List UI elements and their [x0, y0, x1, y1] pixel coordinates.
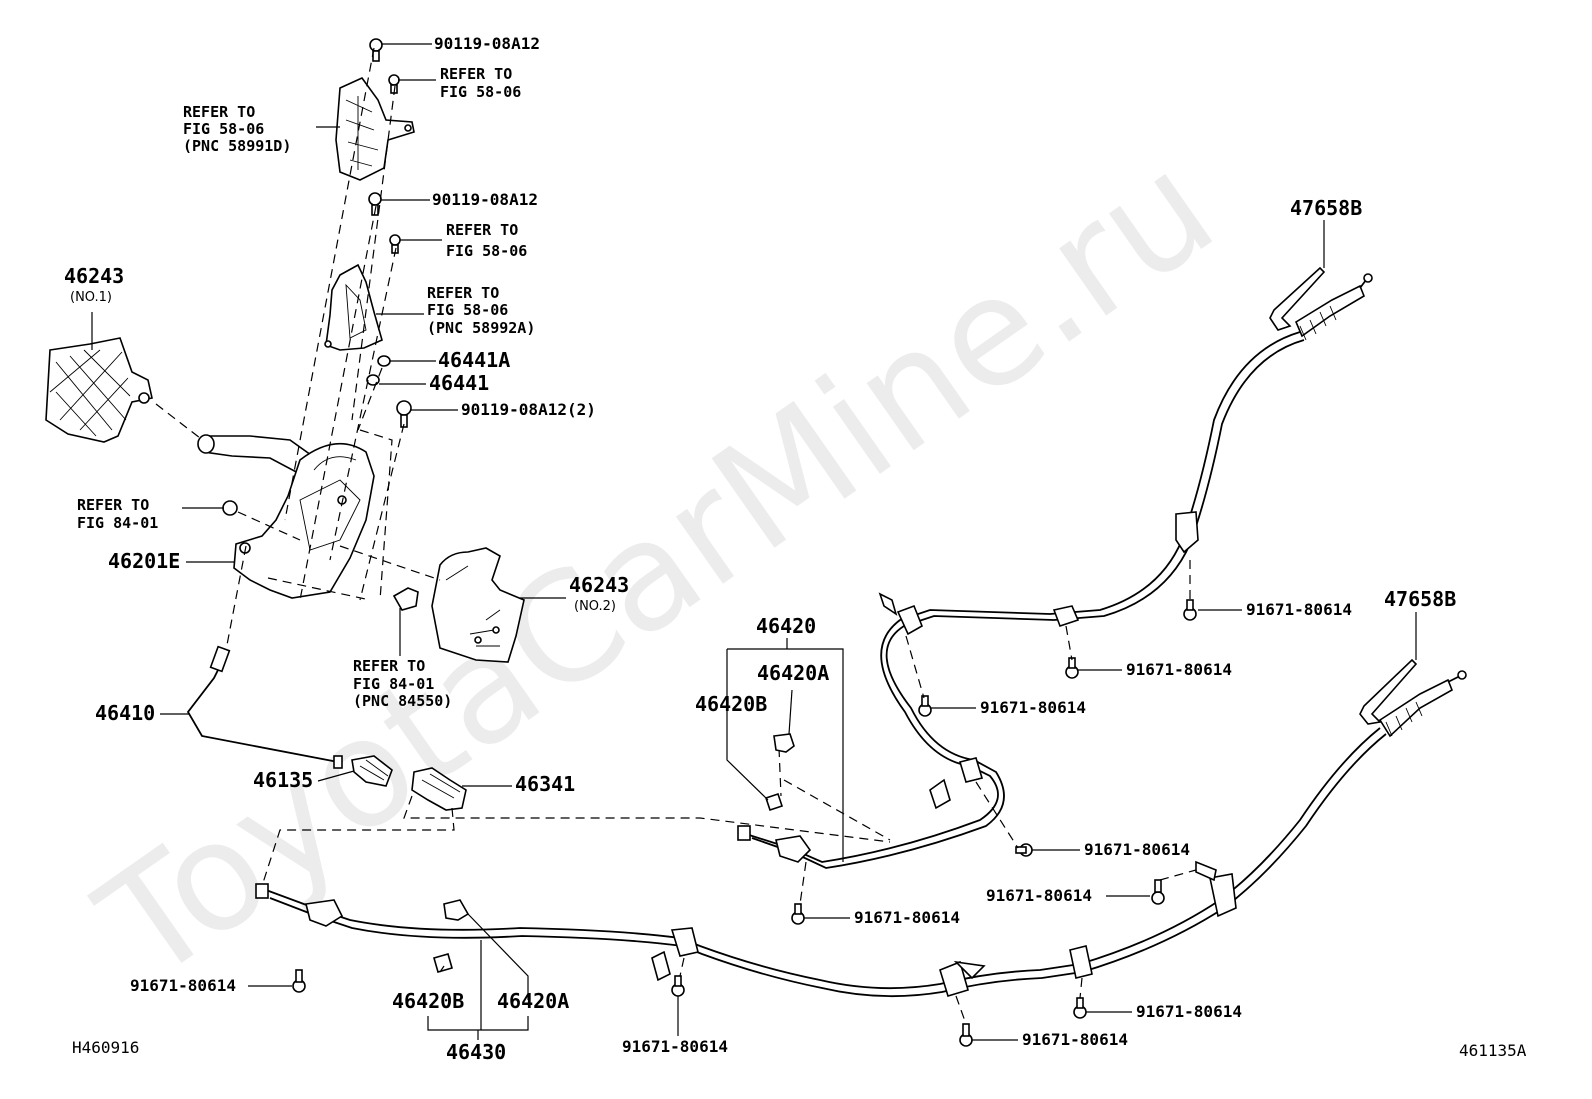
label-fig-58-06-d: FIG 58-06	[427, 301, 508, 319]
yoke-46341	[411, 767, 467, 811]
drawing-code-right: 461135A	[1459, 1041, 1527, 1060]
label-46441a: 46441A	[438, 348, 510, 372]
label-91671-d: 91671-80614	[1084, 840, 1190, 859]
label-46410: 46410	[95, 701, 155, 725]
label-refer-to-a1: REFER TO	[440, 65, 512, 83]
bolt-90119-top	[369, 38, 383, 62]
label-47658b-top: 47658B	[1290, 196, 1362, 220]
label-46243-no2: 46243	[569, 573, 629, 597]
bolts-91671	[292, 599, 1197, 1047]
lever-46201e	[197, 434, 375, 599]
cover-46243-no1	[45, 337, 153, 443]
label-pnc-84550: (PNC 84550)	[353, 692, 452, 710]
label-refer-to-f1: REFER TO	[353, 657, 425, 675]
label-91671-i: 91671-80614	[1136, 1002, 1242, 1021]
labels: 90119-08A12 REFER TO FIG 58-06 REFER TO …	[64, 34, 1456, 1064]
label-91671-c: 91671-80614	[980, 698, 1086, 717]
label-46341: 46341	[515, 772, 575, 796]
label-fig-58-06-c: FIG 58-06	[446, 242, 527, 260]
clip-46420a-lower	[443, 899, 470, 921]
clip-refer-84-01-pnc	[392, 587, 419, 611]
label-46430: 46430	[446, 1040, 506, 1064]
clip-46420b-upper	[764, 792, 784, 812]
label-91671-b: 91671-80614	[1126, 660, 1232, 679]
bracket-46420	[727, 648, 844, 862]
label-46243-no1: 46243	[64, 264, 124, 288]
label-refer-to-e1: REFER TO	[77, 496, 149, 514]
label-refer-to-b1: REFER TO	[183, 103, 255, 121]
equalizer-46135	[351, 755, 393, 787]
label-no2: (NO.2)	[574, 599, 616, 614]
upper-bracket	[335, 77, 415, 181]
label-fig-58-06-b: FIG 58-06	[183, 120, 264, 138]
label-90119-mid: 90119-08A12	[432, 190, 538, 209]
label-46420b-up: 46420B	[695, 692, 767, 716]
label-91671-j: 91671-80614	[1022, 1030, 1128, 1049]
label-91671-g: 91671-80614	[130, 976, 236, 995]
screw-refer-58-06-b	[389, 234, 401, 254]
label-46441: 46441	[429, 371, 489, 395]
label-90119-top: 90119-08A12	[434, 34, 540, 53]
label-fig-58-06-a: FIG 58-06	[440, 83, 521, 101]
label-47658b-low: 47658B	[1384, 587, 1456, 611]
drawing-code-left: H460916	[72, 1038, 139, 1057]
label-91671-a: 91671-80614	[1246, 600, 1352, 619]
label-46135: 46135	[253, 768, 313, 792]
label-no1: (NO.1)	[70, 290, 112, 305]
label-91671-h: 91671-80614	[622, 1037, 728, 1056]
label-fig-84-01-e: FIG 84-01	[77, 514, 158, 532]
nut-46441a	[377, 355, 391, 367]
right-dashes	[679, 560, 1197, 1025]
clip-46420a-upper	[773, 733, 795, 753]
label-refer-to-c1: REFER TO	[446, 221, 518, 239]
leaders	[91, 43, 1417, 1041]
rear-cable-lower-long	[255, 658, 1467, 998]
label-91671-f: 91671-80614	[854, 908, 960, 927]
label-46201e: 46201E	[108, 549, 180, 573]
lower-bracket	[324, 263, 383, 351]
assembly-dashes	[155, 47, 891, 887]
cover-46243-no2	[431, 547, 525, 663]
bolt-90119-pair	[396, 400, 412, 428]
nut-46441	[366, 374, 380, 386]
label-46420a-low: 46420A	[497, 989, 569, 1013]
label-46420a-up: 46420A	[757, 661, 829, 685]
clip-refer-84-01	[222, 500, 238, 516]
label-90119-pair: 90119-08A12(2)	[461, 400, 596, 419]
label-46420: 46420	[756, 614, 816, 638]
front-cable-46410	[186, 645, 343, 769]
label-pnc-58992a: (PNC 58992A)	[427, 319, 535, 337]
rear-cable-right-upper	[737, 266, 1373, 869]
label-91671-e: 91671-80614	[986, 886, 1092, 905]
label-46420b-low: 46420B	[392, 989, 464, 1013]
label-refer-to-d1: REFER TO	[427, 284, 499, 302]
label-fig-84-01-f: FIG 84-01	[353, 675, 434, 693]
clip-46420b-lower	[433, 953, 453, 973]
label-pnc-58991d: (PNC 58991D)	[183, 137, 291, 155]
